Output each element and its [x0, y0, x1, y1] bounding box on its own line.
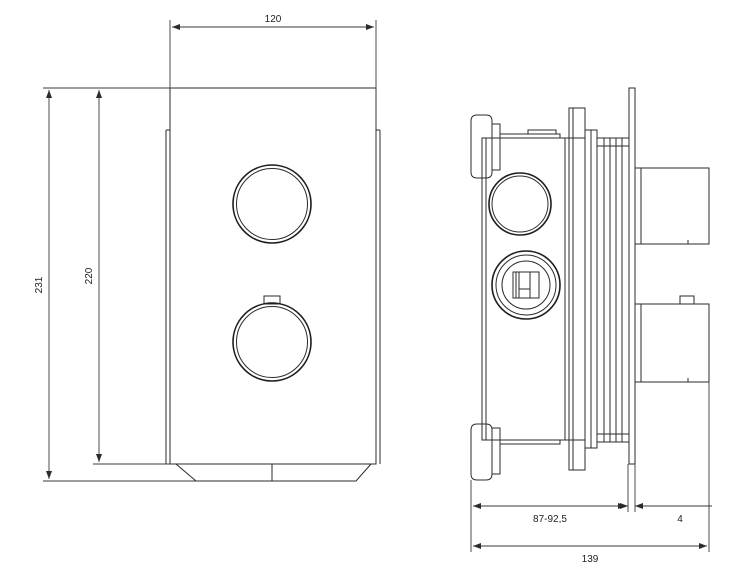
side-threaded-sleeve	[584, 129, 630, 449]
dimension-label-plate-height: 220	[84, 267, 95, 284]
dimension-label-body-depth: 87-92,5	[533, 514, 567, 525]
dimension-label-total-depth: 139	[582, 554, 599, 565]
side-top-bracket	[470, 114, 561, 179]
side-lower-handle	[634, 295, 710, 383]
dimension-side-body-depth: 87-92,5	[470, 464, 629, 552]
side-bottom-bracket	[470, 423, 561, 481]
dimension-label-total-height: 231	[34, 276, 45, 293]
dimension-side-total-depth: 139	[473, 382, 710, 565]
dimension-side-plate-thickness: 4	[617, 464, 712, 525]
dimension-label-width: 120	[265, 14, 282, 25]
side-inlet-port	[491, 250, 561, 320]
front-view	[165, 87, 381, 482]
side-upper-handle	[634, 167, 710, 245]
dimension-front-width: 120	[169, 14, 377, 126]
side-cover-plate	[628, 87, 636, 465]
dimension-label-plate-thickness: 4	[677, 514, 683, 525]
side-mounting-flange	[568, 107, 586, 471]
side-outlet-port	[488, 172, 552, 236]
dimension-front-total-height: 231	[34, 87, 196, 482]
side-view	[470, 87, 710, 481]
front-cover-plate	[169, 87, 377, 465]
upper-handle-knob	[232, 164, 312, 244]
dimension-front-plate-height: 220	[84, 90, 170, 465]
lower-handle-knob	[232, 295, 312, 382]
front-bottom-bevel	[175, 463, 372, 482]
